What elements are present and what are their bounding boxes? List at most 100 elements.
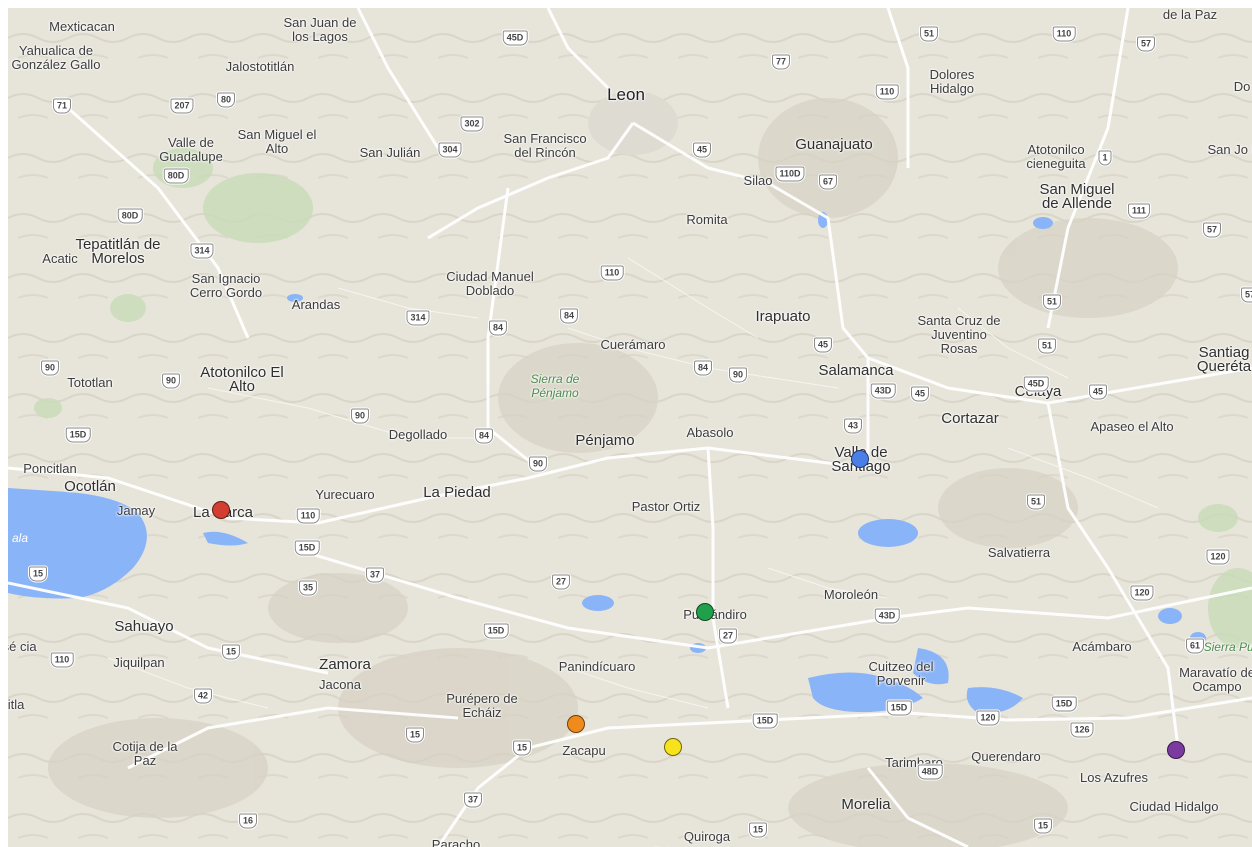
green-marker[interactable] xyxy=(696,603,714,621)
route-shield: 120 xyxy=(1206,549,1230,565)
map-canvas[interactable]: Mexticacan San Juan de los Lagos de la Paz… xyxy=(8,8,1252,847)
route-shield: 126 xyxy=(1070,722,1094,738)
route-shield: 15D xyxy=(483,623,509,639)
place-label: Salamanca xyxy=(818,362,894,379)
route-shield: 45 xyxy=(910,386,930,402)
place-label: La Piedad xyxy=(423,484,491,501)
route-shield: 110 xyxy=(600,265,624,281)
place-label: Moroleón xyxy=(823,587,879,602)
place-label: Morelia xyxy=(841,796,891,813)
route-shield: 61 xyxy=(1185,638,1205,654)
place-label: de la Paz xyxy=(1162,8,1218,22)
route-shield: 80D xyxy=(163,168,189,184)
place-label: itla xyxy=(8,697,25,712)
map-base-layer xyxy=(8,8,1252,847)
place-label: Jalostotitlán xyxy=(225,59,295,74)
place-label: Abasolo xyxy=(686,425,734,440)
route-shield: 37 xyxy=(463,792,483,808)
route-shield: 207 xyxy=(170,98,194,114)
route-shield: 15D xyxy=(1051,696,1077,712)
place-label: Ocotlán xyxy=(64,478,116,495)
route-shield: 314 xyxy=(190,243,214,259)
place-label: San Francisco del Rincón xyxy=(503,131,587,160)
place-label: Cotija de la Paz xyxy=(112,739,178,768)
route-shield: 51 xyxy=(919,26,939,42)
route-shield: 15 xyxy=(1033,818,1053,834)
place-label: Panindícuaro xyxy=(558,659,636,674)
place-label: Ciudad Manuel Doblado xyxy=(446,269,534,298)
blue-marker[interactable] xyxy=(851,450,869,468)
place-label: Maravatío de Ocampo xyxy=(1179,665,1252,694)
place-label: Atotonilco cieneguita xyxy=(1026,142,1086,171)
route-shield: 1 xyxy=(1098,150,1112,166)
place-label: Guanajuato xyxy=(795,136,873,153)
place-label: Dolores Hidalgo xyxy=(929,67,975,96)
place-label: Pastor Ortiz xyxy=(631,499,701,514)
place-label: Paracho xyxy=(431,837,481,847)
place-label: San Juan de los Lagos xyxy=(283,15,357,44)
place-label: Salvatierra xyxy=(987,545,1051,560)
route-shield: 15 xyxy=(512,740,532,756)
place-label: Valle de Guadalupe xyxy=(159,135,223,164)
place-label: Do xyxy=(1233,79,1251,94)
place-label: Arandas xyxy=(291,297,341,312)
route-shield: 80 xyxy=(216,92,236,108)
place-label: Acámbaro xyxy=(1072,639,1132,654)
route-shield: 90 xyxy=(40,360,60,376)
route-shield: 111 xyxy=(1127,203,1151,219)
place-label: Silao xyxy=(743,173,773,188)
orange-marker[interactable] xyxy=(567,715,585,733)
route-shield: 71 xyxy=(52,98,72,114)
route-shield: 51 xyxy=(1042,294,1062,310)
place-label: osé cia xyxy=(8,639,37,654)
place-label: Apaseo el Alto xyxy=(1090,419,1174,434)
place-label: Zamora xyxy=(319,656,371,673)
place-label: Mexticacan xyxy=(49,19,115,34)
route-shield: 51 xyxy=(1037,338,1057,354)
route-shield: 16 xyxy=(238,813,258,829)
route-shield: 37 xyxy=(365,567,385,583)
route-shield: 314 xyxy=(406,310,430,326)
place-label: Pénjamo xyxy=(575,432,635,449)
route-shield: 15 xyxy=(221,644,241,660)
red-marker[interactable] xyxy=(212,501,230,519)
route-shield: 42 xyxy=(193,688,213,704)
route-shield: 35 xyxy=(298,580,318,596)
route-shield: 80D xyxy=(117,208,143,224)
place-label: San Ignacio Cerro Gordo xyxy=(189,271,263,300)
route-shield: 15 xyxy=(405,727,425,743)
route-shield: 15 xyxy=(28,566,48,582)
route-shield: 27 xyxy=(551,574,571,590)
route-shield: 15D xyxy=(65,427,91,443)
route-shield: 120 xyxy=(976,710,1000,726)
route-shield: 45D xyxy=(1023,376,1049,392)
place-label: Poncitlan xyxy=(23,461,77,476)
place-label: Jacona xyxy=(319,677,361,692)
place-label: Sierra de Pénjamo xyxy=(530,372,580,400)
route-shield: 15D xyxy=(886,700,912,716)
place-label: Sahuayo xyxy=(114,618,174,635)
route-shield: 110D xyxy=(775,166,805,182)
place-label: Tototlan xyxy=(67,375,113,390)
place-label: Querendaro xyxy=(971,749,1041,764)
place-label: Romita xyxy=(686,212,728,227)
route-shield: 15 xyxy=(748,822,768,838)
place-label: Atotonilco El Alto xyxy=(200,364,284,395)
highways xyxy=(8,8,1252,847)
place-label: Cuerámaro xyxy=(600,337,666,352)
purple-marker[interactable] xyxy=(1167,741,1185,759)
yellow-marker[interactable] xyxy=(664,738,682,756)
place-label: Irapuato xyxy=(755,308,811,325)
route-shield: 45 xyxy=(692,142,712,158)
route-shield: 43D xyxy=(870,383,896,399)
vegetation-areas xyxy=(34,148,1252,648)
place-label: Los Azufres xyxy=(1080,770,1148,785)
place-label: San Miguel el Alto xyxy=(237,127,317,156)
route-shield: 110 xyxy=(1052,26,1076,42)
route-shield: 45 xyxy=(1088,384,1108,400)
route-shield: 120 xyxy=(1130,585,1154,601)
route-shield: 57 xyxy=(1202,222,1222,238)
place-label: Purépero de Echáiz xyxy=(446,691,518,720)
place-label: ala xyxy=(11,531,29,545)
place-label: Zacapu xyxy=(562,743,606,758)
